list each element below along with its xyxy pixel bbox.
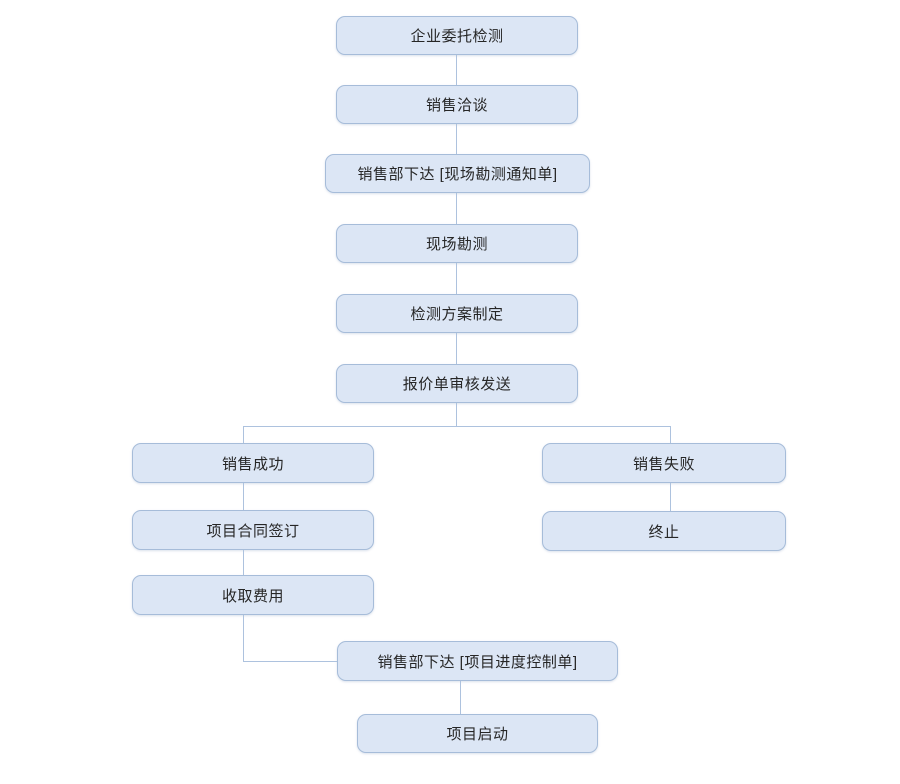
node-contract-signing[interactable]: 项目合同签订: [132, 510, 374, 550]
node-label: 销售成功: [221, 455, 284, 473]
node-label: 销售失败: [632, 455, 695, 473]
connector-survey-to-plan: [456, 263, 457, 294]
node-sales-success[interactable]: 销售成功: [132, 443, 374, 483]
connector-contract-to-fee: [243, 550, 244, 575]
node-site-survey[interactable]: 现场勘测: [336, 224, 578, 263]
connector-fee-elbow-horizontal: [243, 661, 337, 662]
node-sales-negotiation[interactable]: 销售洽谈: [336, 85, 578, 124]
connector-plan-to-quotation: [456, 333, 457, 364]
connector-control-to-start: [460, 681, 461, 714]
node-progress-control[interactable]: 销售部下达 [项目进度控制单]: [337, 641, 618, 681]
node-sales-failure[interactable]: 销售失败: [542, 443, 786, 483]
node-label: 销售部下达 [现场勘测通知单]: [357, 166, 558, 183]
node-project-start[interactable]: 项目启动: [357, 714, 598, 753]
node-label: 销售部下达 [项目进度控制单]: [377, 653, 578, 671]
node-fee-collection[interactable]: 收取费用: [132, 575, 374, 615]
node-label: 报价单审核发送: [402, 376, 512, 393]
node-label: 企业委托检测: [410, 28, 504, 45]
connector-fee-elbow-vertical: [243, 615, 244, 662]
node-label: 收取费用: [221, 587, 284, 605]
node-quotation-review[interactable]: 报价单审核发送: [336, 364, 578, 403]
node-label: 销售洽谈: [425, 97, 488, 114]
connector-negotiation-to-notice: [456, 124, 457, 154]
connector-drop-failure: [670, 426, 671, 443]
node-label: 项目合同签订: [206, 522, 300, 540]
node-label: 终止: [648, 523, 680, 541]
connector-success-to-contract: [243, 483, 244, 510]
connector-branch-bar: [243, 426, 671, 427]
node-plan-formulation[interactable]: 检测方案制定: [336, 294, 578, 333]
node-label: 现场勘测: [425, 236, 488, 253]
node-survey-notice[interactable]: 销售部下达 [现场勘测通知单]: [325, 154, 590, 193]
connector-entrust-to-negotiation: [456, 55, 457, 85]
node-label: 检测方案制定: [410, 306, 504, 323]
node-label: 项目启动: [446, 726, 509, 743]
connector-failure-to-termination: [670, 483, 671, 511]
connector-quotation-stem: [456, 403, 457, 426]
connector-drop-success: [243, 426, 244, 443]
node-termination[interactable]: 终止: [542, 511, 786, 551]
connector-notice-to-survey: [456, 193, 457, 224]
node-enterprise-entrust[interactable]: 企业委托检测: [336, 16, 578, 55]
